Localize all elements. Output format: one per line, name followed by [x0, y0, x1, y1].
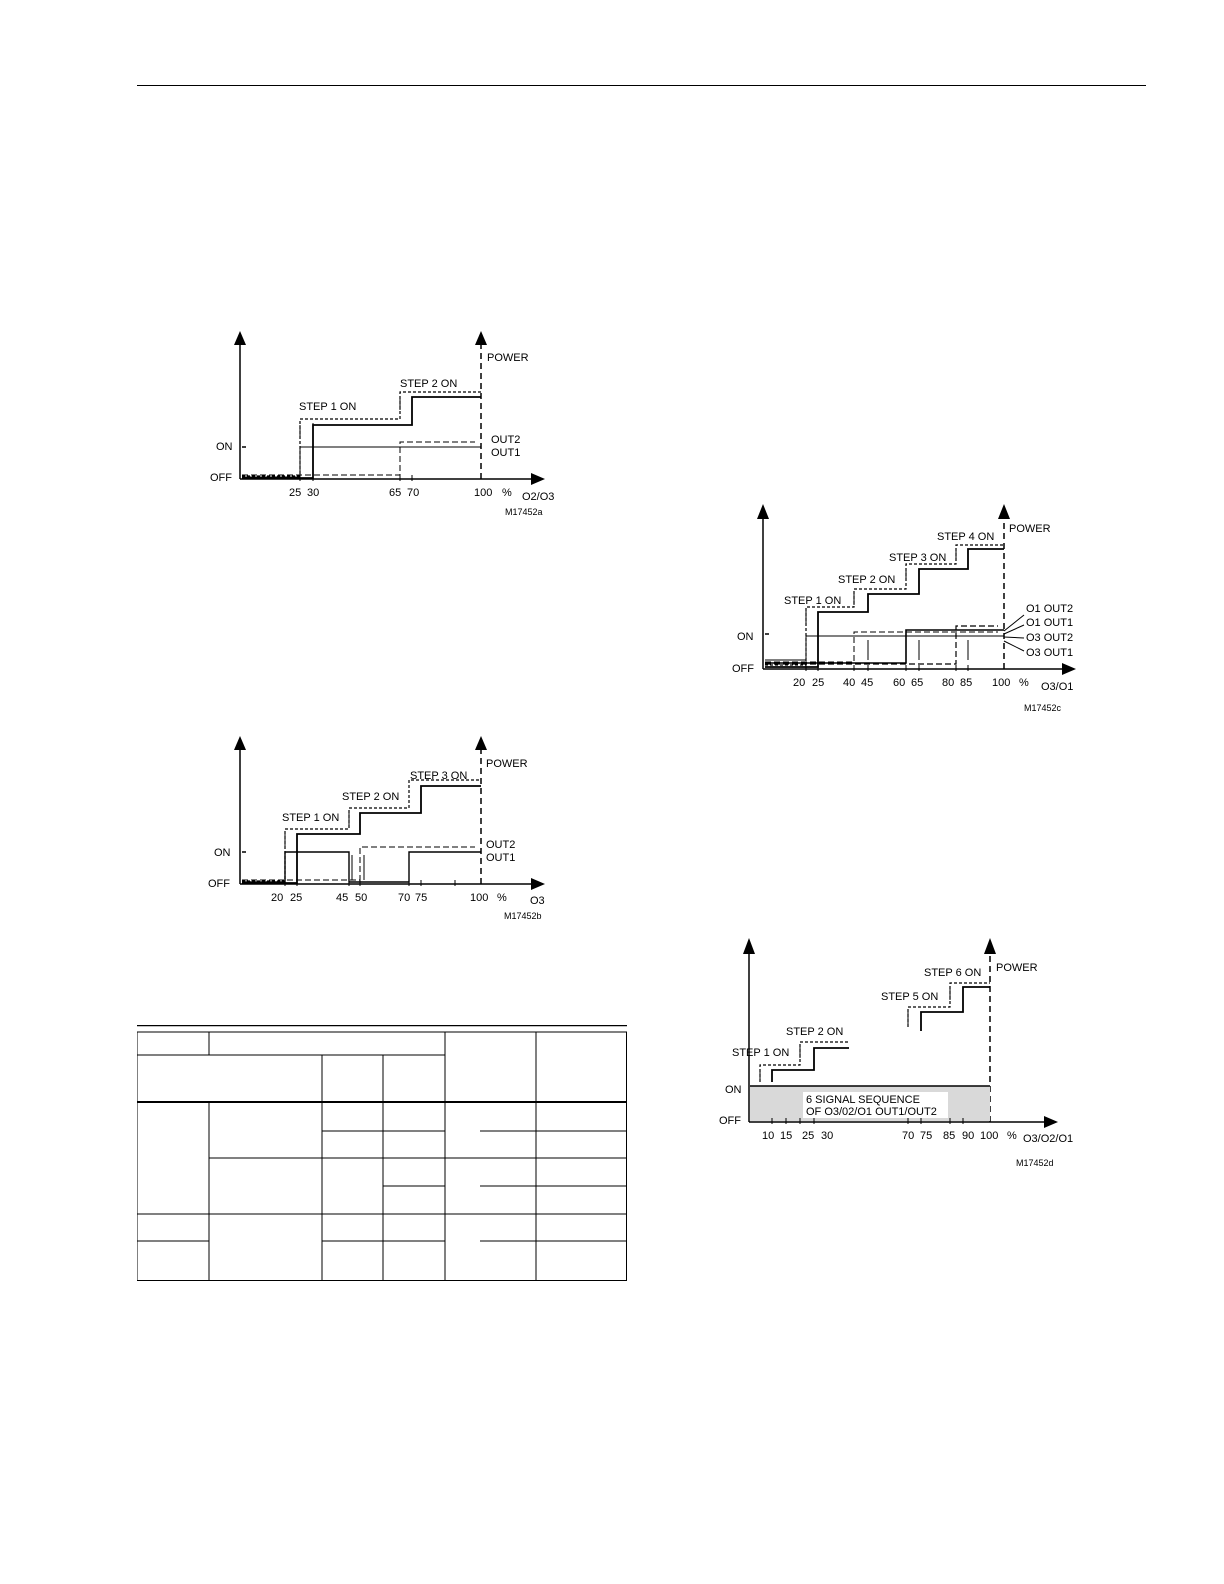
ticks [299, 475, 413, 481]
axes [757, 504, 1076, 675]
figure-m17452d: POWER STEP 1 ON STEP 2 ON STEP 5 ON STEP… [719, 938, 1073, 1168]
box-line-2: OF O3/02/O1 OUT1/OUT2 [806, 1106, 937, 1118]
tick-label: 40 [843, 677, 855, 689]
step-2-label: STEP 2 ON [786, 1026, 843, 1038]
tick-label: 70 [407, 487, 419, 499]
off-label: OFF [210, 472, 232, 484]
axes [234, 331, 545, 485]
tick-label: 20 [271, 892, 283, 904]
tick-label: 65 [389, 487, 401, 499]
on-label: ON [737, 631, 754, 643]
power-label: POWER [486, 758, 528, 770]
tick-label: 25 [290, 892, 302, 904]
out2-label: OUT2 [491, 434, 520, 446]
x-axis-label: O2/O3 [522, 491, 554, 503]
tick-label: 25 [289, 487, 301, 499]
tick-label: 100 [470, 892, 488, 904]
tick-label: 45 [336, 892, 348, 904]
step-2-label: STEP 2 ON [838, 574, 895, 586]
tick-label: 65 [911, 677, 923, 689]
tick-label: 100 [992, 677, 1010, 689]
step-2-label: STEP 2 ON [342, 791, 399, 803]
step-traces [765, 544, 1025, 668]
figure-code: M17452d [1016, 1158, 1054, 1168]
tick-label: 15 [780, 1130, 792, 1142]
o1-out2-label: O1 OUT2 [1026, 603, 1073, 615]
out1-label: OUT1 [486, 852, 515, 864]
power-label: POWER [487, 352, 529, 364]
step-1-label: STEP 1 ON [732, 1047, 789, 1059]
tick-label: 25 [802, 1130, 814, 1142]
tick-label: 60 [893, 677, 905, 689]
step-traces [242, 779, 481, 884]
tick-label: 50 [355, 892, 367, 904]
step-1-label: STEP 1 ON [299, 401, 356, 413]
tick-label: % [497, 892, 507, 904]
on-label: ON [725, 1084, 742, 1096]
tick-label: 10 [762, 1130, 774, 1142]
o1-out1-label: O1 OUT1 [1026, 617, 1073, 629]
step-4-label: STEP 4 ON [937, 531, 994, 543]
tick-label: 20 [793, 677, 805, 689]
step-3-label: STEP 3 ON [889, 552, 946, 564]
power-label: POWER [1009, 523, 1051, 535]
step-1-label: STEP 1 ON [282, 812, 339, 824]
figure-m17452b: POWER STEP 1 ON STEP 2 ON STEP 3 ON ON O… [208, 736, 545, 921]
ticks [805, 665, 969, 671]
step-6-label: STEP 6 ON [924, 967, 981, 979]
off-label: OFF [208, 878, 230, 890]
x-axis-label: O3/O1 [1041, 681, 1073, 693]
step-traces [242, 391, 481, 479]
tick-label: 30 [307, 487, 319, 499]
power-label: POWER [996, 962, 1038, 974]
tick-label: 70 [902, 1130, 914, 1142]
tick-label: 100 [474, 487, 492, 499]
figure-m17452c: POWER STEP 1 ON STEP 2 ON STEP 3 ON STEP… [732, 504, 1076, 713]
o3-out1-label: O3 OUT1 [1026, 647, 1073, 659]
tick-label: % [502, 487, 512, 499]
axes [743, 938, 1058, 1128]
tick-label: 70 [398, 892, 410, 904]
ticks [771, 1118, 964, 1124]
o3-out2-label: O3 OUT2 [1026, 632, 1073, 644]
box-line-1: 6 SIGNAL SEQUENCE [806, 1094, 920, 1106]
tick-label: % [1019, 677, 1029, 689]
tick-label: 25 [812, 677, 824, 689]
off-label: OFF [719, 1115, 741, 1127]
tick-label: 100 [980, 1130, 998, 1142]
header-rule [137, 85, 1146, 86]
x-axis-label: O3 [530, 895, 545, 907]
configuration-table [137, 1025, 627, 1281]
step-2-label: STEP 2 ON [400, 378, 457, 390]
out1-label: OUT1 [491, 447, 520, 459]
tick-label: 75 [415, 892, 427, 904]
tick-label: % [1007, 1130, 1017, 1142]
tick-label: 85 [960, 677, 972, 689]
figure-code: M17452a [505, 507, 543, 517]
tick-label: 85 [943, 1130, 955, 1142]
on-label: ON [214, 847, 231, 859]
ticks [284, 880, 456, 886]
step-traces [759, 982, 990, 1082]
out2-label: OUT2 [486, 839, 515, 851]
step-1-label: STEP 1 ON [784, 595, 841, 607]
axes [234, 736, 545, 890]
tick-label: 90 [962, 1130, 974, 1142]
step-3-label: STEP 3 ON [410, 770, 467, 782]
off-label: OFF [732, 663, 754, 675]
tick-label: 80 [942, 677, 954, 689]
tick-label: 75 [920, 1130, 932, 1142]
step-5-label: STEP 5 ON [881, 991, 938, 1003]
figure-m17452a: POWER STEP 1 ON STEP 2 ON ON OFF OUT2 OU… [210, 331, 554, 517]
on-label: ON [216, 441, 233, 453]
tick-label: 45 [861, 677, 873, 689]
figure-code: M17452b [504, 911, 542, 921]
figure-code: M17452c [1024, 703, 1062, 713]
tick-label: 30 [821, 1130, 833, 1142]
x-axis-label: O3/O2/O1 [1023, 1133, 1073, 1145]
